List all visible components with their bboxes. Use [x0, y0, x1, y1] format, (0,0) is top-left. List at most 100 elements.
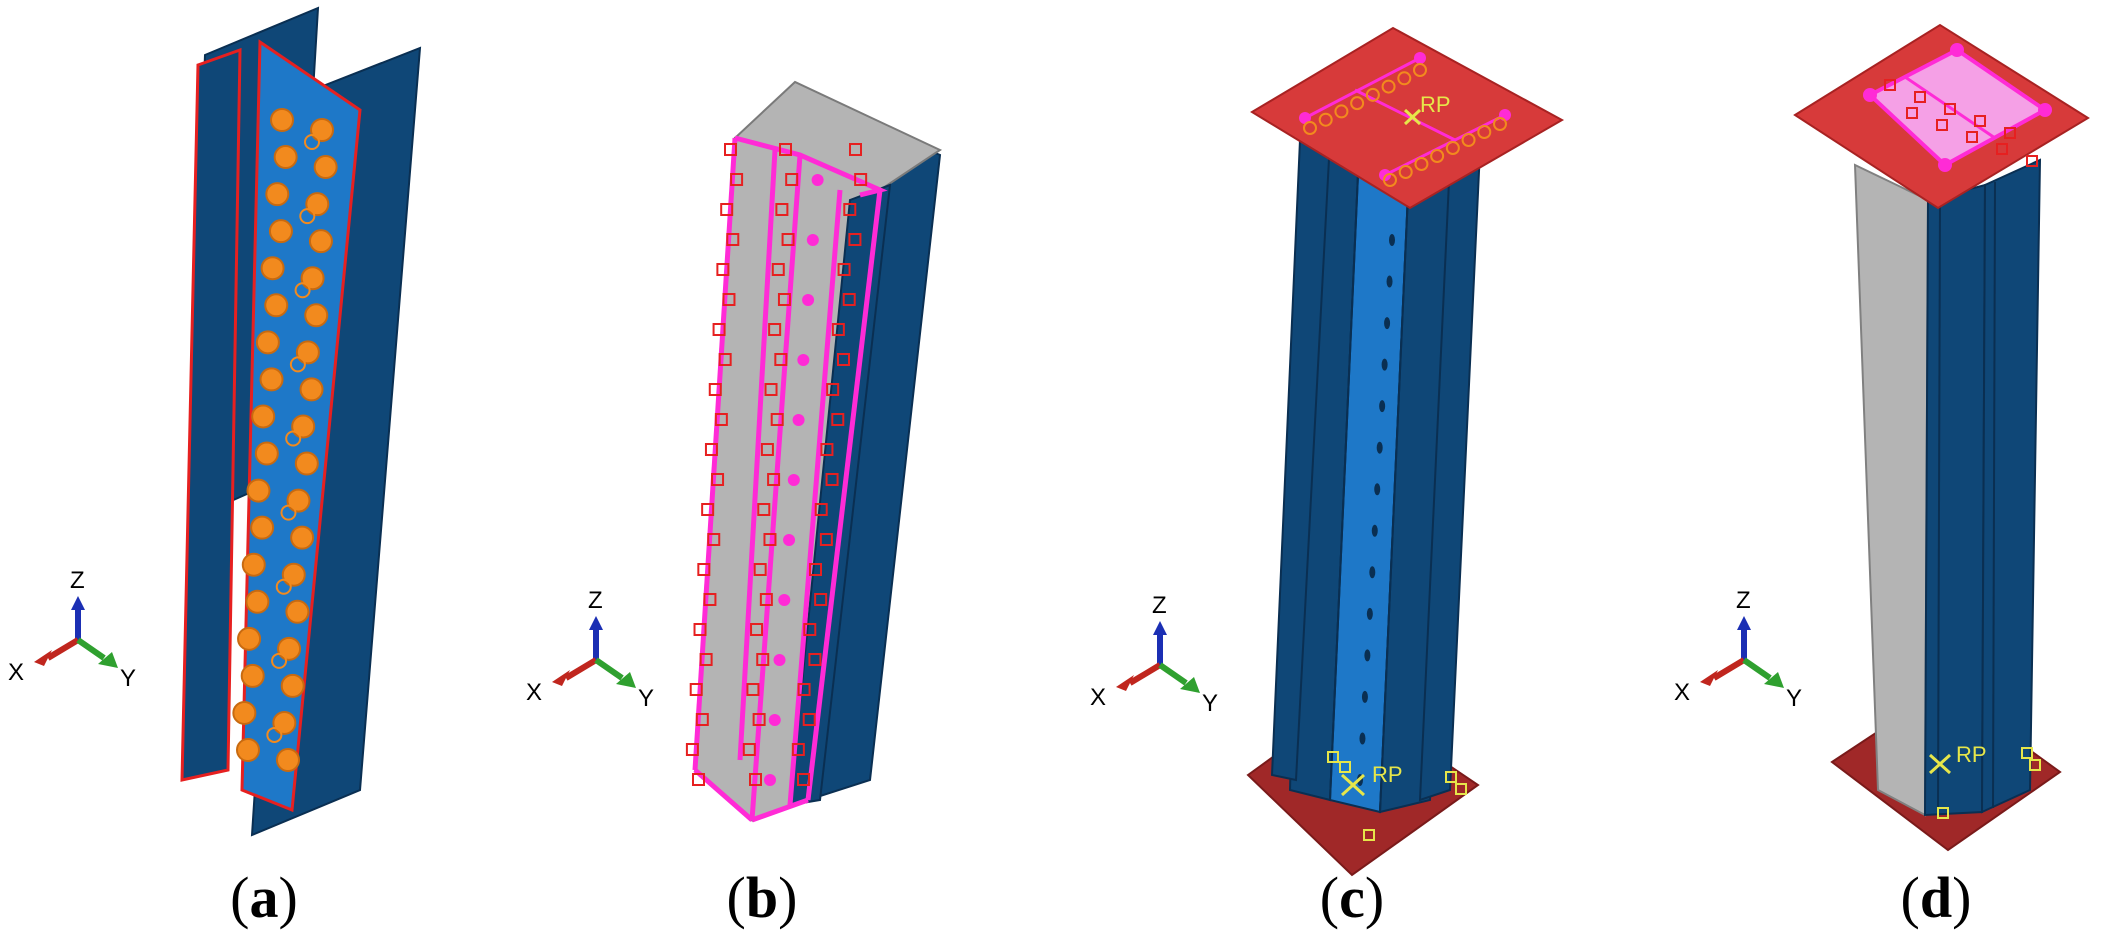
- bolt-hole-icon: [1361, 690, 1368, 703]
- constraint-marker-icon: [711, 473, 725, 486]
- bolt-hole-icon: [1369, 566, 1376, 579]
- axis-triad-b: Z X Y: [526, 587, 654, 712]
- x-arrow-icon: [34, 650, 52, 666]
- bolt-marker-icon: [277, 636, 302, 661]
- constraint-marker-icon: [1950, 43, 1964, 57]
- constraint-marker-icon: [837, 263, 851, 276]
- constraint-marker-icon: [716, 263, 730, 276]
- bolt-hole-icon: [1389, 234, 1395, 246]
- constraint-marker-icon: [695, 713, 709, 726]
- bolt-marker-icon: [291, 414, 316, 439]
- constraint-marker-icon: [1445, 141, 1460, 155]
- constraint-marker-icon: [1884, 79, 1896, 91]
- y-arrow-icon: [1764, 672, 1784, 688]
- bolt-marker-icon: [265, 182, 290, 207]
- constraint-marker-icon: [1363, 829, 1375, 841]
- constraint-marker-icon: [697, 563, 711, 576]
- constraint-marker-icon: [764, 774, 776, 786]
- bolt-marker-icon: [250, 515, 275, 540]
- caption-a: (a): [230, 865, 298, 930]
- constraint-marker-icon: [703, 593, 717, 606]
- bolt-marker-icon: [275, 578, 292, 595]
- constraint-marker-icon: [750, 623, 764, 636]
- constraint-marker-icon: [811, 174, 824, 186]
- bolt-marker-icon: [280, 504, 297, 521]
- constraint-marker-icon: [1493, 117, 1507, 131]
- constraint-markers-b: [685, 143, 868, 786]
- constraint-marker-icon: [797, 683, 811, 696]
- bolt-marker-icon: [270, 108, 294, 132]
- constraint-marker-icon: [1445, 771, 1457, 783]
- rp-label-bottom-c: RP: [1372, 762, 1403, 787]
- constraint-marker-icon: [808, 653, 822, 666]
- constraint-markers-top-c: [1303, 63, 1507, 187]
- constraint-marker-icon: [802, 713, 816, 726]
- bolt-hole-icon: [1386, 275, 1393, 288]
- constraint-marker-icon: [806, 234, 819, 246]
- constraint-marker-icon: [1455, 783, 1467, 795]
- bolt-hole-icon: [1384, 317, 1391, 330]
- bolt-marker-icon: [285, 599, 310, 624]
- axis-label-z: Z: [588, 587, 603, 614]
- axis-label-y: Y: [1786, 685, 1802, 712]
- constraint-marker-icon: [1334, 104, 1349, 119]
- rp-label-top-c: RP: [1420, 92, 1451, 117]
- constraint-marker-icon: [1381, 79, 1396, 94]
- constraint-marker-icon: [1303, 121, 1317, 135]
- constraint-marker-icon: [1398, 165, 1413, 179]
- constraint-marker-icon: [689, 683, 703, 696]
- bolt-marker-icon: [310, 118, 334, 142]
- constraint-marker-icon: [775, 203, 789, 216]
- constraint-marker-icon: [1327, 751, 1339, 763]
- constraint-marker-icon: [787, 474, 800, 486]
- constraint-marker-icon: [720, 203, 734, 216]
- constraint-marker-icon: [819, 533, 833, 546]
- bolt-marker-icon: [313, 155, 338, 180]
- constraint-marker-icon: [849, 143, 862, 156]
- constraint-marker-icon: [1936, 119, 1948, 131]
- y-arrow-icon: [616, 672, 636, 688]
- bolt-marker-icon: [294, 282, 311, 299]
- z-arrow-icon: [71, 596, 85, 610]
- bolt-marker-icon: [251, 404, 276, 429]
- bolt-marker-icon: [299, 377, 324, 402]
- axis-label-x: X: [8, 659, 24, 686]
- bolt-marker-icon: [236, 738, 260, 762]
- constraint-marker-icon: [704, 443, 718, 456]
- constraint-marker-icon: [760, 443, 774, 456]
- constraint-marker-icon: [792, 414, 805, 426]
- constraint-marker-icon: [701, 503, 715, 516]
- constraint-marker-icon: [742, 743, 756, 756]
- axis-label-y: Y: [120, 665, 136, 692]
- bolt-marker-icon: [304, 134, 320, 150]
- bolt-marker-icon: [290, 525, 315, 550]
- constraint-marker-icon: [1413, 63, 1427, 77]
- axis-label-x: X: [1090, 684, 1106, 711]
- bolt-marker-icon: [245, 589, 270, 614]
- constraint-marker-icon: [831, 413, 845, 426]
- bolt-marker-icon: [254, 441, 279, 466]
- caption-c: (c): [1319, 865, 1385, 930]
- bolt-marker-icon: [289, 356, 306, 373]
- constraint-marker-icon: [785, 173, 799, 186]
- constraint-marker-icon: [712, 323, 726, 336]
- constraint-marker-icon: [707, 533, 721, 546]
- bolt-marker-icon: [280, 673, 305, 698]
- bolt-marker-icon: [232, 700, 257, 725]
- axis-label-y: Y: [1202, 690, 1218, 717]
- constraint-marker-icon: [1430, 149, 1445, 163]
- bolt-marker-icon: [272, 710, 297, 735]
- constraint-marker-icon: [809, 563, 822, 576]
- constraint-marker-icon: [752, 713, 766, 726]
- constraint-lines-top-c: [1299, 52, 1511, 181]
- constraint-marker-icon: [764, 383, 778, 396]
- bolt-marker-icon: [300, 266, 325, 291]
- bolt-hole-icon: [1381, 358, 1388, 371]
- constraint-marker-icon: [714, 413, 728, 426]
- constraint-marker-icon: [2021, 747, 2033, 759]
- constraint-marker-icon: [803, 623, 817, 636]
- bolt-hole-icon: [1366, 607, 1373, 620]
- rp-label-bottom-d: RP: [1956, 742, 1987, 767]
- bolt-marker-icon: [268, 219, 293, 244]
